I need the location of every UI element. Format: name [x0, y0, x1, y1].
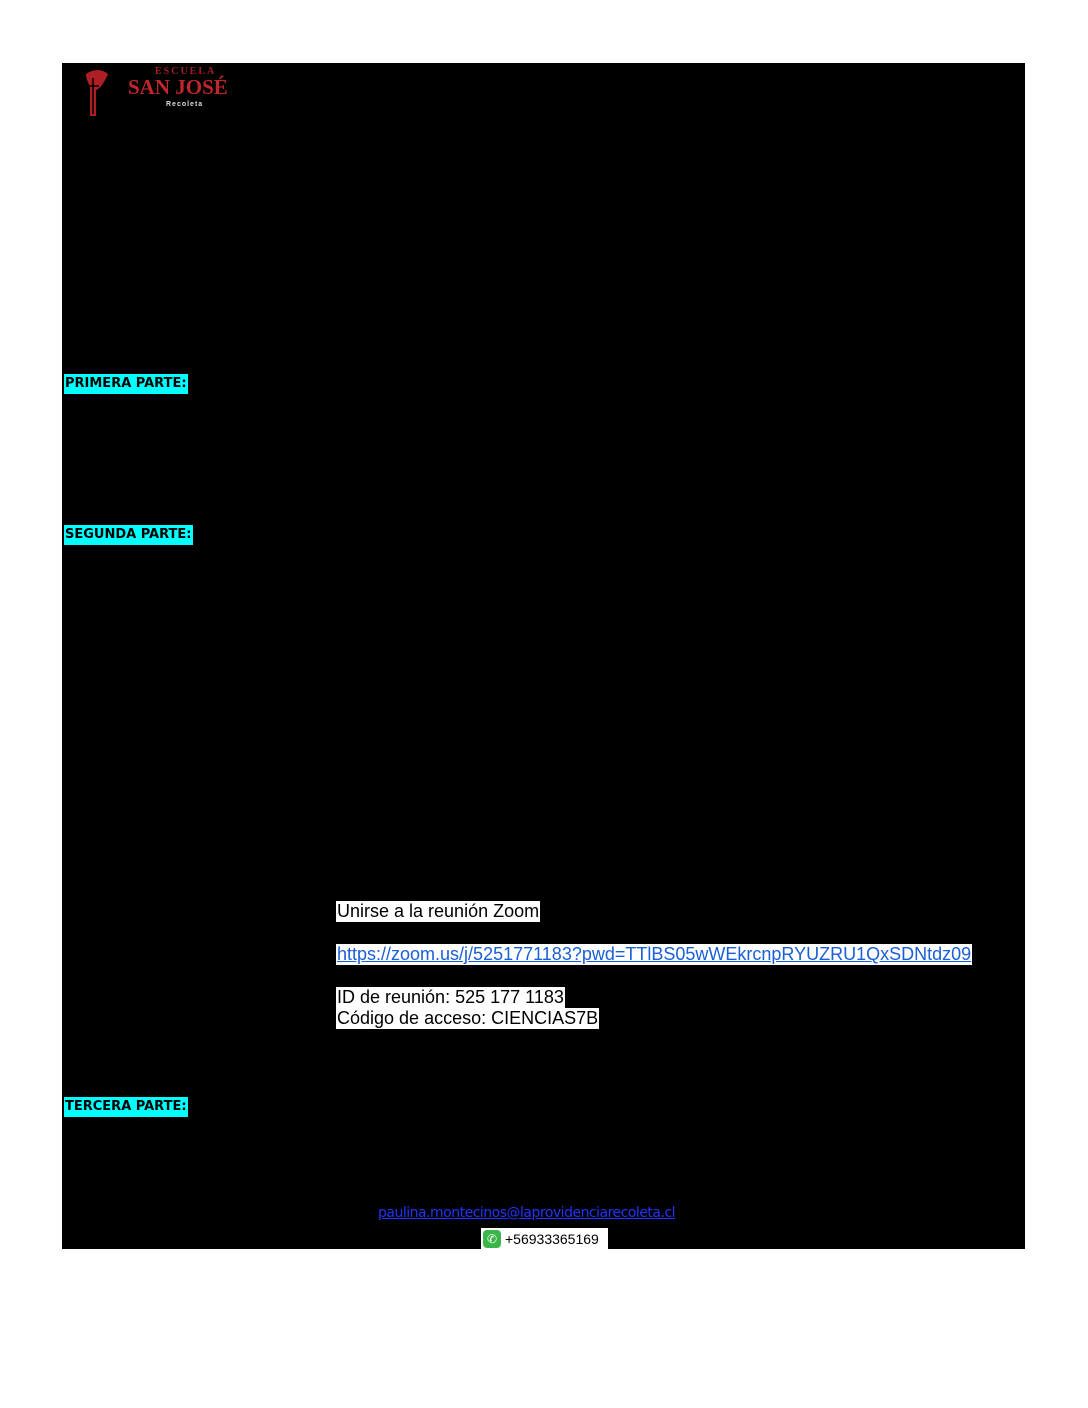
cross-logo-icon: [86, 70, 108, 116]
zoom-join-label: Unirse a la reunión Zoom: [336, 901, 541, 922]
logo-line1: ESCUELA: [155, 66, 217, 77]
document-page: [62, 63, 1025, 1249]
zoom-meeting-id: ID de reunión: 525 177 1183: [336, 987, 565, 1008]
school-logo: ESCUELA SAN JOSÉ Recoleta: [80, 66, 270, 120]
logo-line3: Recoleta: [166, 101, 204, 108]
contact-email-link[interactable]: paulina.montecinos@laprovidenciarecoleta…: [378, 1205, 676, 1221]
contact-phone: ✆ +56933365169: [481, 1228, 608, 1250]
section-segunda-parte: SEGUNDA PARTE:: [64, 525, 193, 545]
whatsapp-icon: ✆: [483, 1230, 501, 1248]
section-tercera-parte: TERCERA PARTE:: [64, 1097, 188, 1117]
zoom-access-code: Código de acceso: CIENCIAS7B: [336, 1008, 600, 1029]
phone-number: +56933365169: [505, 1231, 599, 1247]
zoom-meeting-link[interactable]: https://zoom.us/j/5251771183?pwd=TTlBS05…: [337, 944, 972, 964]
logo-line2: SAN JOSÉ: [128, 75, 228, 99]
section-primera-parte: PRIMERA PARTE:: [64, 374, 188, 394]
